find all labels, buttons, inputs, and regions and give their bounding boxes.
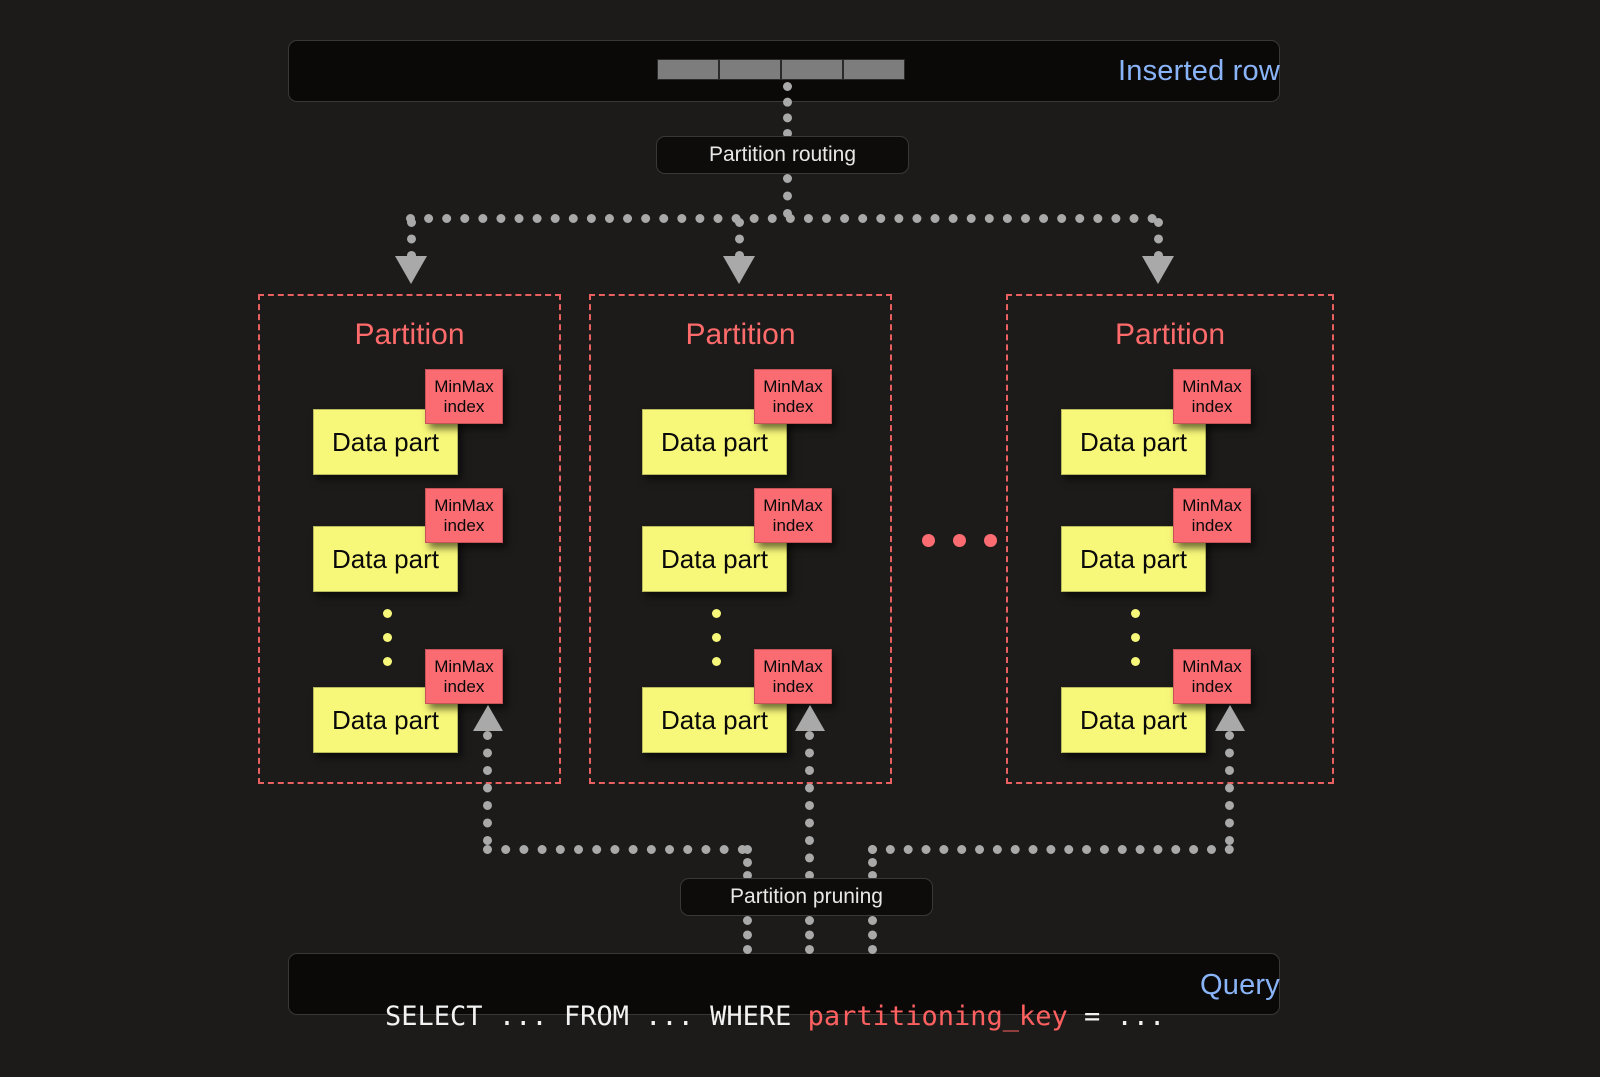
query-label: Query: [1200, 969, 1280, 1001]
ellipsis-dot: [383, 633, 392, 642]
minmax-line1: MinMax: [1182, 495, 1242, 515]
inserted-row-label: Inserted row: [1118, 55, 1280, 87]
arrow-routing-2: [723, 256, 755, 284]
partition-box-2: Partition: [589, 294, 892, 784]
data-part-label: Data part: [332, 543, 439, 574]
connector-pruning-down-1: [743, 845, 752, 880]
data-part: Data part: [313, 687, 458, 753]
connector-pruning-h-1: [483, 845, 747, 854]
data-part-label: Data part: [332, 426, 439, 457]
data-part: Data part: [1061, 526, 1206, 592]
minmax-line2: index: [772, 676, 814, 696]
minmax-index: MinMax index: [754, 369, 832, 424]
query-sql-text: SELECT ... FROM ... WHERE partitioning_k…: [320, 970, 1165, 1063]
inserted-row-cells: [657, 59, 905, 80]
minmax-index: MinMax index: [754, 649, 832, 704]
ellipsis-dot: [984, 534, 997, 547]
minmax-line1: MinMax: [1182, 656, 1242, 676]
arrow-pruning-3: [1215, 705, 1245, 731]
connector-routing-stem: [783, 174, 792, 218]
minmax-line2: index: [772, 396, 814, 416]
ellipsis-dot: [712, 609, 721, 618]
connector-pruning-down-3: [868, 845, 877, 880]
arrow-pruning-1: [473, 705, 503, 731]
partition-title: Partition: [354, 318, 465, 351]
minmax-index: MinMax index: [425, 488, 503, 543]
row-cell: [719, 59, 781, 80]
ellipsis-dot: [383, 657, 392, 666]
query-bar: [288, 953, 1280, 1015]
connector-routing-drop-2: [735, 218, 744, 260]
ellipsis-dot: [1131, 609, 1140, 618]
data-part-ellipsis: [1131, 609, 1140, 681]
minmax-index: MinMax index: [1173, 369, 1251, 424]
arrow-routing-1: [395, 256, 427, 284]
minmax-line1: MinMax: [763, 656, 823, 676]
partition-title: Partition: [685, 318, 796, 351]
data-part-label: Data part: [661, 426, 768, 457]
minmax-line2: index: [772, 515, 814, 535]
connector-pruning-up-3: [1225, 731, 1234, 845]
connector-routing-drop-1: [407, 218, 416, 260]
sql-prefix: SELECT ... FROM ... WHERE: [385, 1001, 808, 1032]
row-cell: [843, 59, 905, 80]
partition-box-3: Partition: [1006, 294, 1334, 784]
arrow-pruning-2: [795, 705, 825, 731]
minmax-index: MinMax index: [1173, 488, 1251, 543]
ellipsis-dot: [1131, 633, 1140, 642]
minmax-index: MinMax index: [425, 649, 503, 704]
minmax-line2: index: [1191, 396, 1233, 416]
minmax-index: MinMax index: [1173, 649, 1251, 704]
minmax-line1: MinMax: [434, 656, 494, 676]
data-part: Data part: [313, 409, 458, 475]
connector-pruning-stem-1: [743, 916, 752, 954]
minmax-line1: MinMax: [763, 376, 823, 396]
sql-suffix: = ...: [1067, 1001, 1166, 1032]
connector-pruning-stem-2: [805, 916, 814, 954]
ellipsis-dot: [953, 534, 966, 547]
minmax-line1: MinMax: [763, 495, 823, 515]
partition-pruning-label: Partition pruning: [730, 885, 883, 908]
connector-routing-bus: [406, 214, 1157, 223]
minmax-line2: index: [443, 515, 485, 535]
connector-pruning-up-2: [805, 731, 814, 880]
partition-title: Partition: [1114, 318, 1226, 351]
partition-box-1: Partition: [258, 294, 561, 784]
data-part-label: Data part: [661, 704, 768, 735]
partition-routing-box[interactable]: Partition routing: [656, 136, 909, 174]
arrow-routing-3: [1142, 256, 1174, 284]
sql-partitioning-key: partitioning_key: [807, 1001, 1068, 1032]
data-part-label: Data part: [332, 704, 439, 735]
connector-pruning-stem-3: [868, 916, 877, 954]
minmax-line1: MinMax: [1182, 376, 1242, 396]
ellipsis-dot: [1131, 657, 1140, 666]
partition-pruning-box[interactable]: Partition pruning: [680, 878, 933, 916]
data-part-label: Data part: [661, 543, 768, 574]
ellipsis-dot: [383, 609, 392, 618]
partitions-ellipsis: [922, 534, 997, 547]
row-cell: [781, 59, 843, 80]
data-part-label: Data part: [1080, 704, 1187, 735]
minmax-index: MinMax index: [754, 488, 832, 543]
connector-pruning-h-3: [868, 845, 1234, 854]
connector-row-to-routing: [783, 82, 792, 138]
data-part-label: Data part: [1080, 426, 1187, 457]
minmax-line2: index: [1191, 676, 1233, 696]
data-part-ellipsis: [383, 609, 392, 681]
connector-pruning-up-1: [483, 731, 492, 845]
minmax-line1: MinMax: [434, 376, 494, 396]
minmax-line2: index: [443, 676, 485, 696]
row-cell: [657, 59, 719, 80]
partition-routing-label: Partition routing: [708, 143, 857, 166]
ellipsis-dot: [922, 534, 935, 547]
data-part-ellipsis: [712, 609, 721, 681]
ellipsis-dot: [712, 633, 721, 642]
ellipsis-dot: [712, 657, 721, 666]
connector-routing-drop-3: [1154, 218, 1163, 260]
minmax-line1: MinMax: [434, 495, 494, 515]
data-part-label: Data part: [1080, 543, 1187, 574]
minmax-index: MinMax index: [425, 369, 503, 424]
minmax-line2: index: [443, 396, 485, 416]
minmax-line2: index: [1191, 515, 1233, 535]
